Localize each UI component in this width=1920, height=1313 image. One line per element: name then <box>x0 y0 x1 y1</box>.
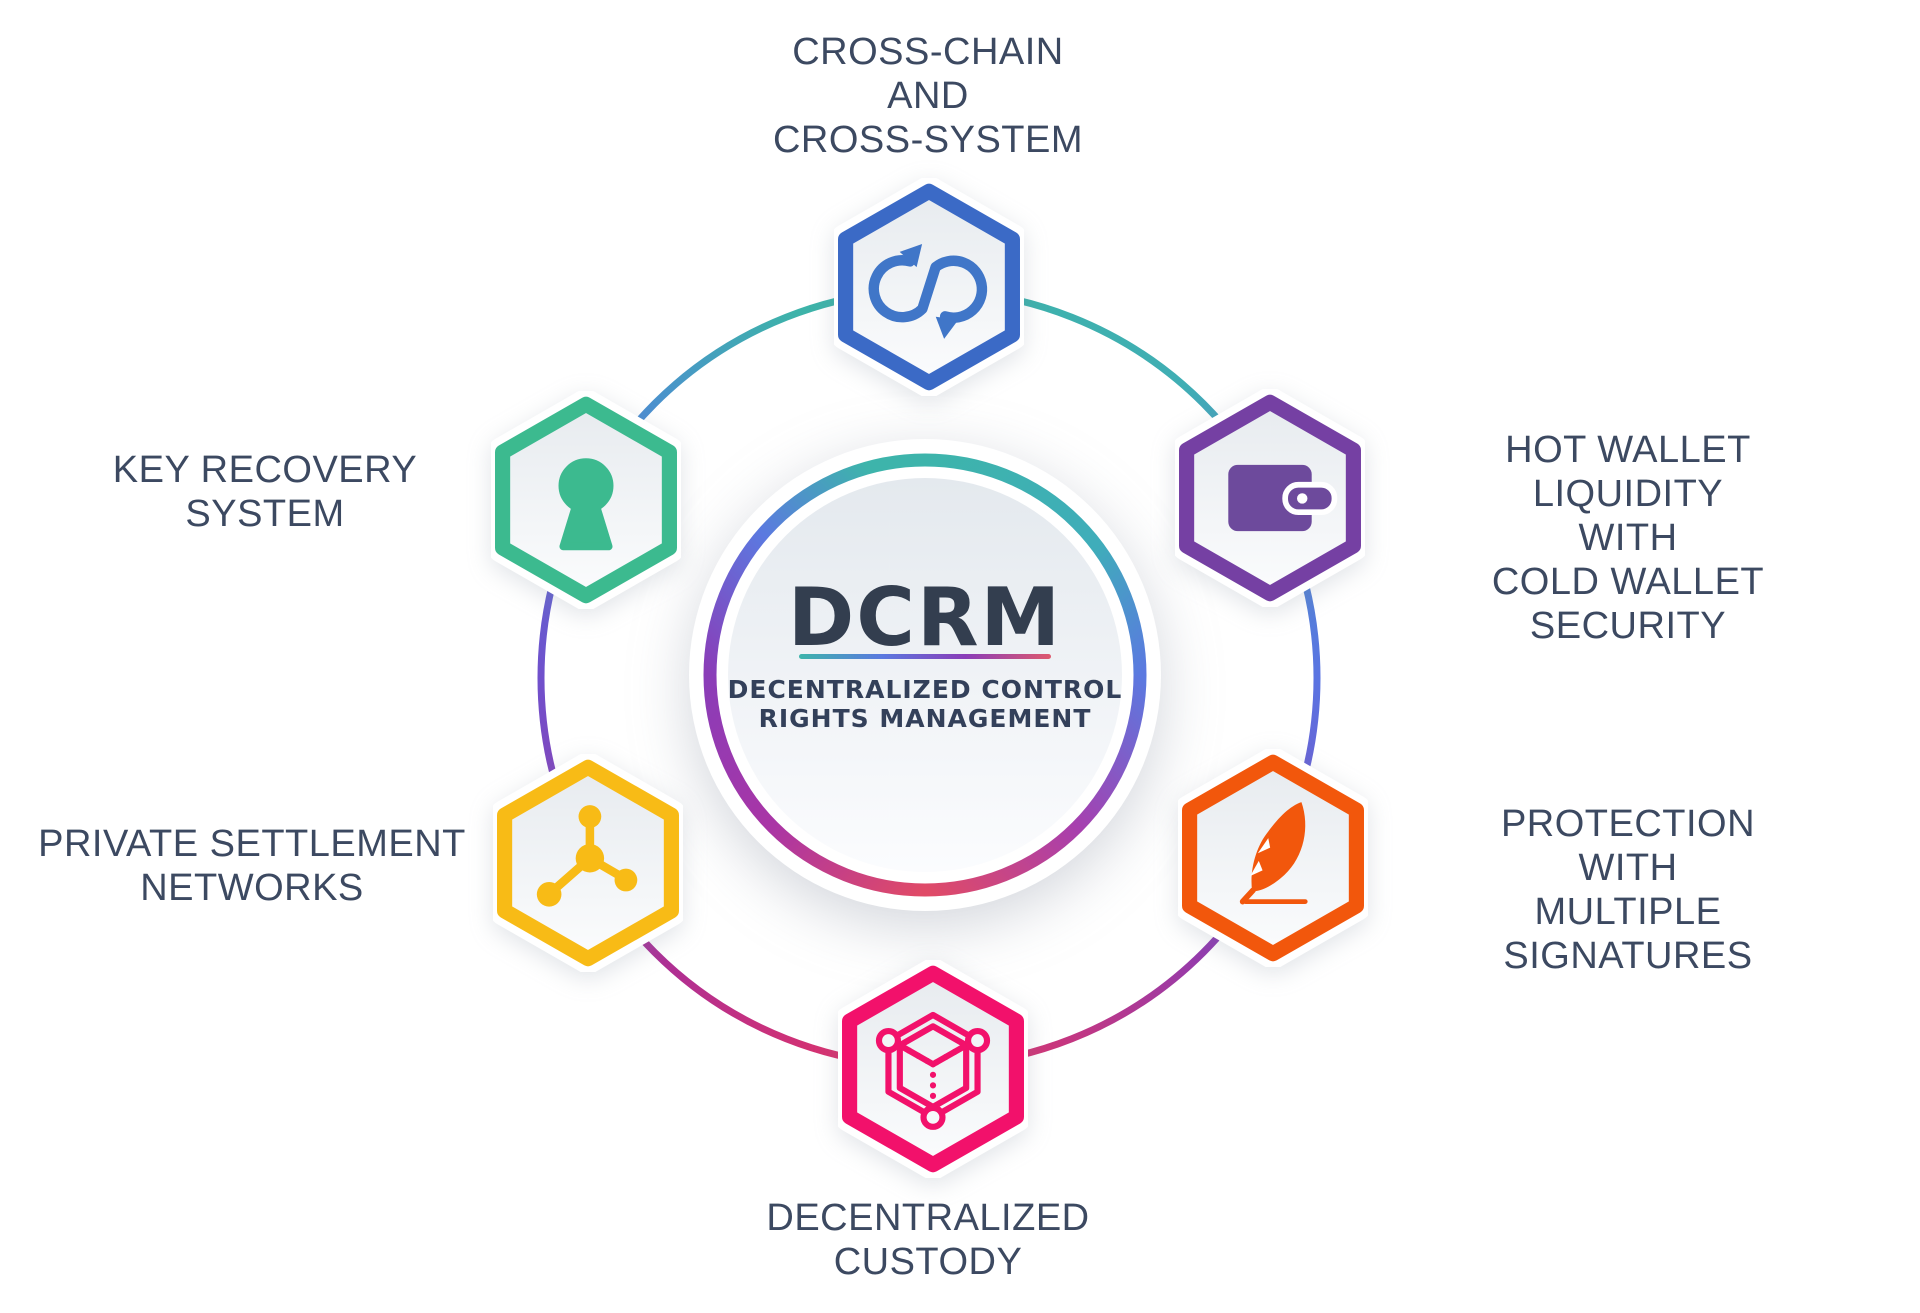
dcrm-logo: DCRM <box>787 571 1063 664</box>
keyhole-icon <box>558 458 614 551</box>
emblem-subtitle-line2: RIGHTS MANAGEMENT <box>758 704 1092 733</box>
emblem-text: DCRM DECENTRALIZED CONTROL RIGHTS MANAGE… <box>675 425 1175 925</box>
swap-arrows-icon <box>868 244 988 339</box>
label-decentralized-custody: DECENTRALIZED CUSTODY <box>766 1197 1090 1283</box>
center-emblem: DCRM DECENTRALIZED CONTROL RIGHTS MANAGE… <box>675 425 1175 925</box>
emblem-rings <box>689 439 1161 911</box>
label-hot-wallet: HOT WALLET LIQUIDITY WITH COLD WALLET SE… <box>1491 429 1765 647</box>
hexagon-cross-chain <box>834 178 1024 396</box>
hexagon-key-recovery <box>491 391 681 609</box>
wallet-icon <box>1228 464 1338 532</box>
hexagon-hot-wallet <box>1175 389 1365 607</box>
label-private-settlement: PRIVATE SETTLEMENT NETWORKS <box>38 823 466 909</box>
cube-network-icon <box>875 1011 991 1130</box>
hexagon-multiple-signatures <box>1178 749 1368 967</box>
label-cross-chain: CROSS-CHAIN AND CROSS-SYSTEM <box>772 31 1084 161</box>
gradient-divider <box>799 654 1051 659</box>
label-multiple-signatures: PROTECTION WITH MULTIPLE SIGNATURES <box>1500 803 1756 977</box>
label-key-recovery: KEY RECOVERY SYSTEM <box>112 449 418 535</box>
emblem-subtitle-line1: DECENTRALIZED CONTROL <box>727 675 1123 704</box>
hexagon-private-settlement <box>493 754 683 972</box>
feather-icon <box>1239 802 1308 905</box>
network-nodes-icon <box>536 805 638 907</box>
hexagon-decentralized-custody <box>838 960 1028 1178</box>
